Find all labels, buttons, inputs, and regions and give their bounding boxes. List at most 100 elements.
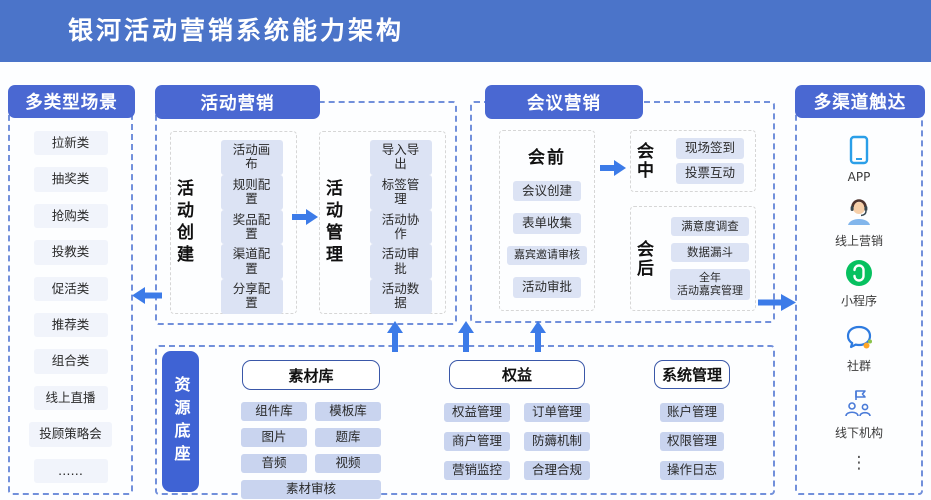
- customer-service-icon: [848, 199, 870, 225]
- system-management-group: 系统管理 账户管理 权限管理 操作日志: [652, 360, 732, 480]
- activity-creation-box: 活动创建 活动画布 规则配置 奖品配置 渠道配置 分享配置: [170, 131, 297, 314]
- capability-chip: 满意度调查: [671, 216, 749, 236]
- capability-chip: 渠道配置: [220, 244, 283, 279]
- capability-chip: 规则配置: [220, 174, 283, 210]
- scenario-item: 组合类: [33, 349, 108, 374]
- scenario-item: 抽奖类: [33, 167, 108, 192]
- capability-chip: 操作日志: [660, 461, 724, 480]
- resource-base-panel: 资源底座 素材库 组件库 模板库 图片 题库 音频 视频 素材审核 权益 权益管…: [155, 345, 775, 499]
- capability-chip: 会议创建: [513, 180, 581, 202]
- channel-item-app: APP: [797, 135, 921, 184]
- mini-program-icon: [846, 260, 872, 286]
- pre-meeting-label: 会前: [528, 148, 566, 169]
- scenario-item: ……: [33, 458, 108, 483]
- channels-panel: 多渠道触达 APP 线上营销 小程序: [795, 85, 925, 495]
- activity-creation-items: 活动画布 规则配置 奖品配置 渠道配置 分享配置: [207, 132, 296, 314]
- material-library-group: 素材库 组件库 模板库 图片 题库 音频 视频 素材审核: [241, 360, 381, 499]
- channel-label: 线下机构: [834, 426, 883, 440]
- capability-chip: 权益管理: [444, 403, 510, 422]
- capability-chip: 合理合规: [524, 461, 590, 480]
- capability-chip: 活动审批: [513, 277, 581, 298]
- rights-items: 权益管理 订单管理 商户管理 防薅机制 营销监控 合理合规: [444, 403, 590, 480]
- resource-base-label: 资源底座: [171, 375, 191, 468]
- capability-chip: 投票互动: [676, 163, 744, 184]
- capability-chip: 素材审核: [241, 480, 381, 499]
- capability-chip: 奖品配置: [220, 209, 283, 245]
- capability-chip: 活动协作: [369, 209, 432, 245]
- capability-chip: 活动画布: [220, 140, 283, 175]
- activity-management-box: 活动管理 导入导出 标签管理 活动协作 活动审批 活动数据: [319, 131, 446, 314]
- pre-meeting-box: 会前 会议创建 表单收集 嘉宾邀请审核 活动审批: [499, 130, 595, 311]
- scenarios-panel: 多类型场景 拉新类 抽奖类 抢购类 投教类 促活类 推荐类 组合类 线上直播 投…: [8, 85, 135, 495]
- capability-chip: 图片: [241, 428, 307, 447]
- capability-chip: 导入导出: [369, 140, 432, 175]
- capability-chip: 数据漏斗: [671, 242, 749, 263]
- conference-marketing-panel: 会议营销 会前 会议创建 表单收集 嘉宾邀请审核 活动审批 会中 现场签到 投票…: [470, 85, 775, 323]
- app-icon: [849, 135, 869, 165]
- scenario-item: 抢购类: [33, 203, 108, 229]
- offline-branch-icon: [845, 390, 871, 417]
- post-meeting-label: 会后: [633, 239, 653, 278]
- channel-label: 小程序: [840, 294, 877, 308]
- rights-title: 权益: [449, 360, 585, 389]
- post-meeting-items: 满意度调查 数据漏斗 全年 活动嘉宾管理: [665, 207, 755, 310]
- channel-label: 线上营销: [834, 234, 883, 248]
- page-title: 银河活动营销系统能力架构: [68, 16, 405, 45]
- activity-management-items: 导入导出 标签管理 活动协作 活动审批 活动数据: [356, 132, 445, 314]
- capability-chip: 全年 活动嘉宾管理: [670, 269, 750, 301]
- during-meeting-box: 会中 现场签到 投票互动: [630, 130, 756, 192]
- material-library-items: 组件库 模板库 图片 题库 音频 视频 素材审核: [241, 402, 381, 499]
- channel-label: 社群: [846, 359, 871, 373]
- channels-header: 多渠道触达: [795, 85, 925, 118]
- capability-chip: 权限管理: [660, 432, 724, 451]
- during-meeting-label: 会中: [633, 142, 653, 180]
- channel-item-more: ⋮: [797, 453, 921, 473]
- resource-base-label-box: 资源底座: [162, 351, 199, 492]
- capability-chip: 订单管理: [524, 403, 590, 422]
- capability-chip: 表单收集: [513, 213, 581, 234]
- system-management-items: 账户管理 权限管理 操作日志: [660, 403, 724, 480]
- channel-item-offline-branch: 线下机构: [797, 389, 921, 441]
- capability-chip: 现场签到: [676, 138, 744, 159]
- capability-chip: 分享配置: [220, 279, 283, 314]
- arrow-resource-up-icon: [387, 321, 403, 352]
- scenario-item: 拉新类: [33, 131, 108, 156]
- capability-chip: 音频: [241, 454, 307, 473]
- capability-chip: 标签管理: [369, 174, 432, 210]
- capability-chip: 账户管理: [660, 403, 724, 422]
- capability-chip: 题库: [315, 428, 381, 447]
- arrow-resource-up-icon: [458, 321, 474, 352]
- arrow-to-channels-icon: [758, 294, 796, 311]
- system-management-title: 系统管理: [654, 360, 730, 389]
- material-library-title: 素材库: [242, 360, 380, 390]
- scenario-item: 推荐类: [33, 312, 108, 338]
- capability-chip: 视频: [315, 454, 381, 473]
- capability-chip: 嘉宾邀请审核: [507, 246, 587, 265]
- scenario-item: 线上直播: [33, 385, 108, 411]
- scenario-item: 投顾策略会: [29, 422, 112, 447]
- scenarios-header: 多类型场景: [8, 85, 135, 118]
- arrow-resource-up-icon: [530, 321, 546, 352]
- capability-chip: 商户管理: [444, 432, 510, 451]
- scenarios-list: 拉新类 抽奖类 抢购类 投教类 促活类 推荐类 组合类 线上直播 投顾策略会 ……: [10, 125, 131, 489]
- conference-marketing-header: 会议营销: [485, 85, 643, 119]
- capability-chip: 防薅机制: [524, 432, 590, 451]
- arrow-pre-to-during-icon: [600, 160, 626, 176]
- activity-creation-label: 活动创建: [173, 178, 193, 267]
- channel-item-community: 社群: [797, 324, 921, 374]
- scenario-item: 投教类: [33, 240, 108, 265]
- during-meeting-items: 现场签到 投票互动: [665, 131, 755, 191]
- capability-chip: 活动审批: [369, 244, 432, 279]
- arrow-creation-to-management-icon: [292, 209, 318, 225]
- top-banner: 银河活动营销系统能力架构: [0, 0, 931, 62]
- scenario-item: 促活类: [33, 276, 108, 301]
- capability-chip: 模板库: [315, 402, 381, 421]
- channel-item-online-marketing: 线上营销: [797, 197, 921, 249]
- activity-marketing-header: 活动营销: [155, 85, 320, 119]
- activity-marketing-panel: 活动营销 活动创建 活动画布 规则配置 奖品配置 渠道配置 分享配置 活动管理 …: [155, 85, 457, 325]
- post-meeting-box: 会后 满意度调查 数据漏斗 全年 活动嘉宾管理: [630, 206, 756, 311]
- arrow-to-scenarios-icon: [132, 287, 162, 304]
- community-icon: [846, 325, 872, 349]
- channel-item-mini-program: 小程序: [797, 259, 921, 309]
